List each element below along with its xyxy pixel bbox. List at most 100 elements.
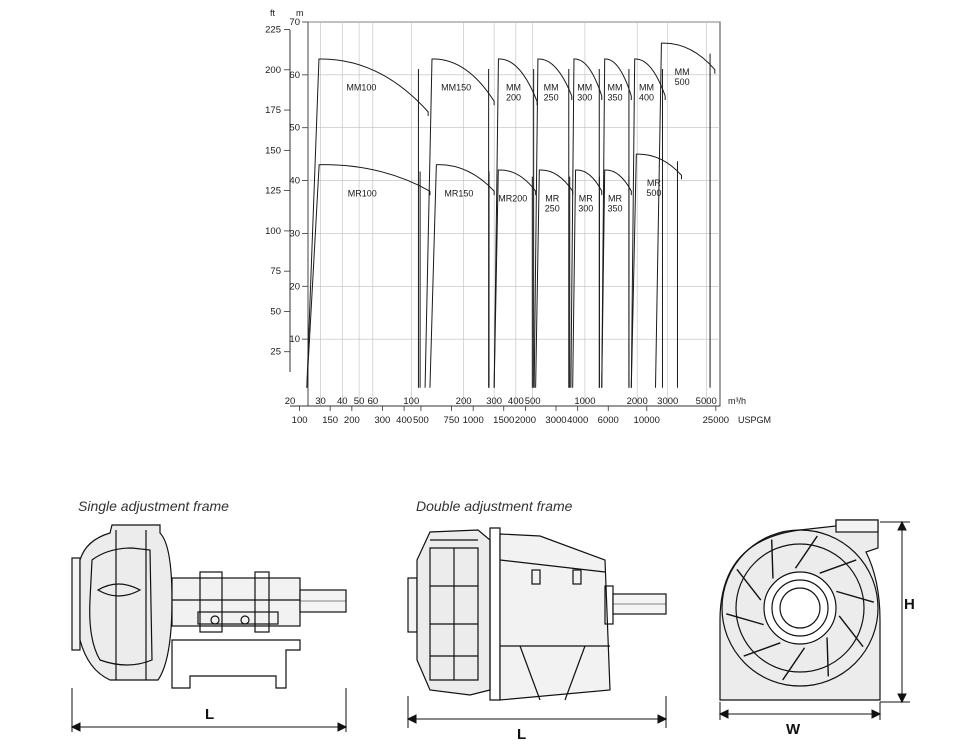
left-axis-unit: ft (270, 8, 276, 18)
bottom-uspgm-tick-label: 25000 (703, 415, 729, 426)
inner-tick-label: 60 (289, 70, 300, 81)
mr-curve-label: 300 (578, 204, 593, 214)
mm-curve (570, 58, 603, 388)
mr-curve (429, 164, 495, 388)
bottom-uspgm-tick-label: 200 (344, 415, 360, 426)
inner-tick-label: 50 (289, 123, 300, 134)
mr-curve (493, 169, 537, 388)
mm-curve-label: MM100 (346, 83, 376, 93)
mm-curve-label: MM (639, 83, 654, 93)
bottom-m3h-tick-label: 50 (354, 396, 365, 407)
inner-tick-label: 10 (289, 334, 300, 345)
inner-axis-unit: m (296, 8, 304, 18)
double-adjustment-pump-drawing (407, 527, 667, 701)
bottom-m3h-tick-label: 400 (508, 396, 524, 407)
mm-curve (630, 58, 666, 388)
bottom-m3h-tick-label: 30 (315, 396, 326, 407)
bottom-m3h-tick-label: 5000 (696, 396, 717, 407)
casing-rib (726, 613, 764, 626)
mr-curve-label: 500 (646, 188, 661, 198)
casing-rib (836, 590, 874, 603)
casing-rib (794, 535, 818, 569)
end-view-H-label: H (904, 596, 915, 613)
single-frame-L-label: L (205, 706, 214, 723)
bottom-axis-m3h-unit: m³/h (728, 396, 746, 406)
bottom-m3h-tick-label: 60 (368, 396, 379, 407)
bottom-m3h-tick-label: 300 (486, 396, 502, 407)
mr-curve-label: MR (647, 178, 661, 188)
left-tick-label: 125 (265, 186, 281, 197)
mm-curve-label: MM (544, 83, 559, 93)
inner-tick-label: 30 (289, 228, 300, 239)
bottom-uspgm-tick-label: 100 (292, 415, 308, 426)
bottom-uspgm-tick-label: 4000 (567, 415, 588, 426)
bottom-uspgm-tick-label: 1000 (463, 415, 484, 426)
bottom-uspgm-tick-label: 1500 (493, 415, 514, 426)
bottom-uspgm-tick-label: 3000 (545, 415, 566, 426)
mr-curve (630, 153, 682, 388)
casing-ribs (726, 535, 874, 681)
casing-rib (838, 615, 864, 648)
bottom-uspgm-tick-label: 10000 (634, 415, 660, 426)
mr-curve-label: MR150 (444, 188, 473, 198)
mm-curve-label: 200 (506, 93, 521, 103)
mm-curve-label: 400 (639, 93, 654, 103)
mm-curve (493, 58, 538, 388)
left-tick-label: 75 (270, 266, 281, 277)
mm-curve (424, 58, 495, 388)
casing-rib (819, 559, 857, 574)
mr-curve-label: 350 (608, 204, 623, 214)
left-tick-label: 150 (265, 145, 281, 156)
left-tick-label: 200 (265, 65, 281, 76)
casing-rib (782, 647, 806, 681)
mm-curve-label: MM (506, 83, 521, 93)
bottom-m3h-tick-label: 1000 (574, 396, 595, 407)
bottom-uspgm-tick-label: 150 (322, 415, 338, 426)
inner-tick-label: 40 (289, 176, 300, 187)
left-tick-label: 25 (270, 347, 281, 358)
bottom-uspgm-tick-label: 400 (396, 415, 412, 426)
end-view-dimension-H (880, 520, 910, 704)
mm-curve-label: MM (675, 67, 690, 77)
mr-curve (601, 169, 632, 388)
pump-end-view-drawing (719, 519, 881, 701)
mr-curve-label: MR (608, 194, 622, 204)
inner-tick-label: 70 (289, 17, 300, 28)
left-tick-label: 175 (265, 105, 281, 116)
mr-curve (306, 164, 431, 388)
left-tick-label: 225 (265, 25, 281, 36)
single-frame-dimension-L (70, 688, 348, 732)
casing-rib (770, 539, 774, 579)
bottom-uspgm-tick-label: 750 (444, 415, 460, 426)
mm-curve (601, 58, 632, 388)
bottom-axis-uspgm-unit: USPGM (738, 415, 771, 425)
bottom-uspgm-tick-label: 6000 (598, 415, 619, 426)
left-tick-label: 100 (265, 226, 281, 237)
mr-curve (535, 169, 574, 388)
casing-rib (736, 568, 762, 601)
mm-curve-label: 250 (544, 93, 559, 103)
mr-curve-label: MR (545, 194, 559, 204)
bottom-m3h-tick-label: 20 (285, 396, 296, 407)
mm-curve-label: 350 (608, 93, 623, 103)
mm-curve-label: 300 (577, 93, 592, 103)
bottom-m3h-tick-label: 500 (525, 396, 541, 407)
bottom-m3h-tick-label: 3000 (657, 396, 678, 407)
left-tick-label: 50 (270, 306, 281, 317)
double-frame-L-label: L (517, 726, 526, 743)
bottom-m3h-tick-label: 100 (403, 396, 419, 407)
bottom-m3h-tick-label: 2000 (627, 396, 648, 407)
double-frame-title: Double adjustment frame (416, 498, 573, 514)
mm-curve (654, 42, 716, 388)
bottom-m3h-tick-label: 200 (456, 396, 472, 407)
casing-rib (826, 637, 830, 677)
casing-rib (743, 642, 781, 657)
end-view-dimension-W (718, 702, 882, 720)
single-frame-title: Single adjustment frame (78, 498, 229, 514)
mm-curve-label: MM (608, 83, 623, 93)
